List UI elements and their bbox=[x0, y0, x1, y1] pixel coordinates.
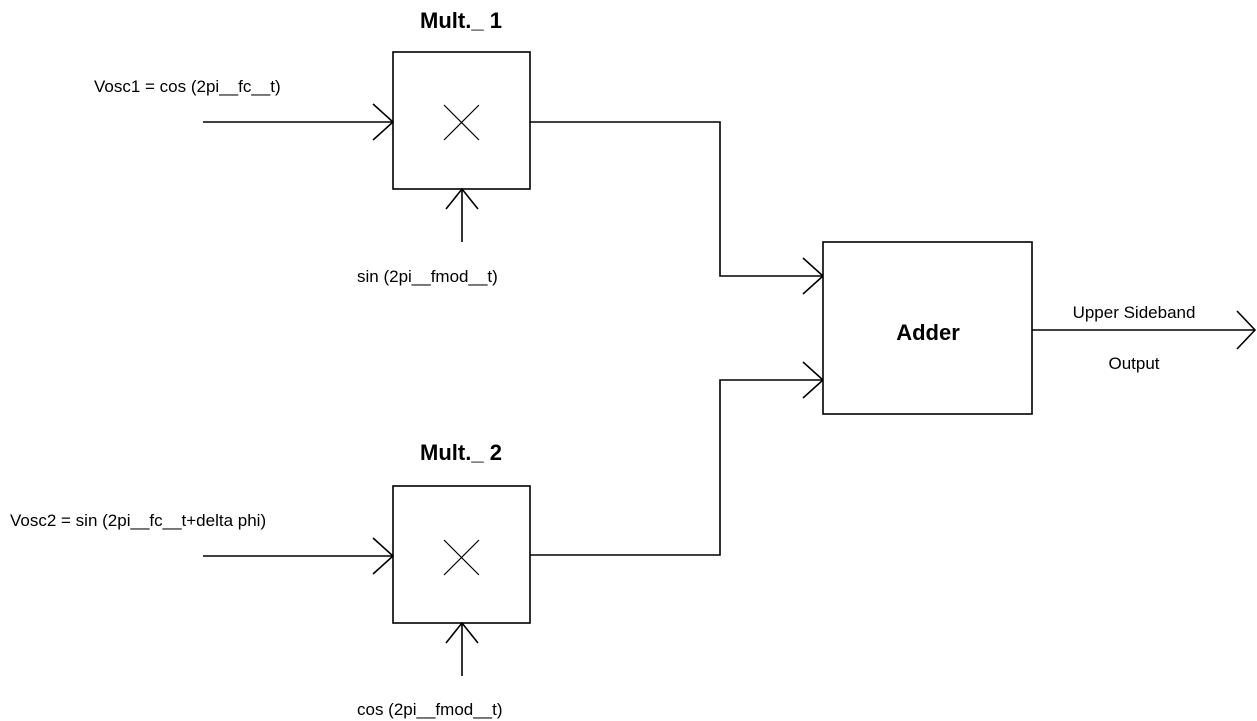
output-label-line2: Output bbox=[1108, 354, 1159, 373]
mult2-bottom-input-arrow bbox=[445, 621, 479, 676]
mult2-input-arrow bbox=[203, 537, 395, 575]
mult1-input-arrow bbox=[203, 103, 395, 141]
mult2-to-adder-wire bbox=[530, 361, 825, 556]
mult2-bottom-label: cos (2pi__fmod__t) bbox=[357, 700, 503, 719]
output-label-line1: Upper Sideband bbox=[1073, 303, 1196, 322]
mult2-block bbox=[392, 485, 531, 624]
mult2-title: Mult._ 2 bbox=[420, 440, 502, 465]
mult1-multiply-icon bbox=[443, 104, 480, 141]
output-arrow bbox=[1032, 310, 1257, 350]
adder-title: Adder bbox=[896, 320, 960, 345]
mult2-multiply-icon bbox=[443, 539, 480, 576]
mult1-bottom-label: sin (2pi__fmod__t) bbox=[357, 267, 498, 286]
mult1-to-adder-wire bbox=[530, 121, 825, 295]
mult1-input-label: Vosc1 = cos (2pi__fc__t) bbox=[94, 77, 281, 96]
mult2-input-label: Vosc2 = sin (2pi__fc__t+delta phi) bbox=[10, 511, 266, 530]
mult1-block bbox=[392, 51, 531, 190]
adder-block bbox=[822, 241, 1033, 415]
mult1-title: Mult._ 1 bbox=[420, 8, 502, 33]
mult1-bottom-input-arrow bbox=[445, 187, 479, 242]
